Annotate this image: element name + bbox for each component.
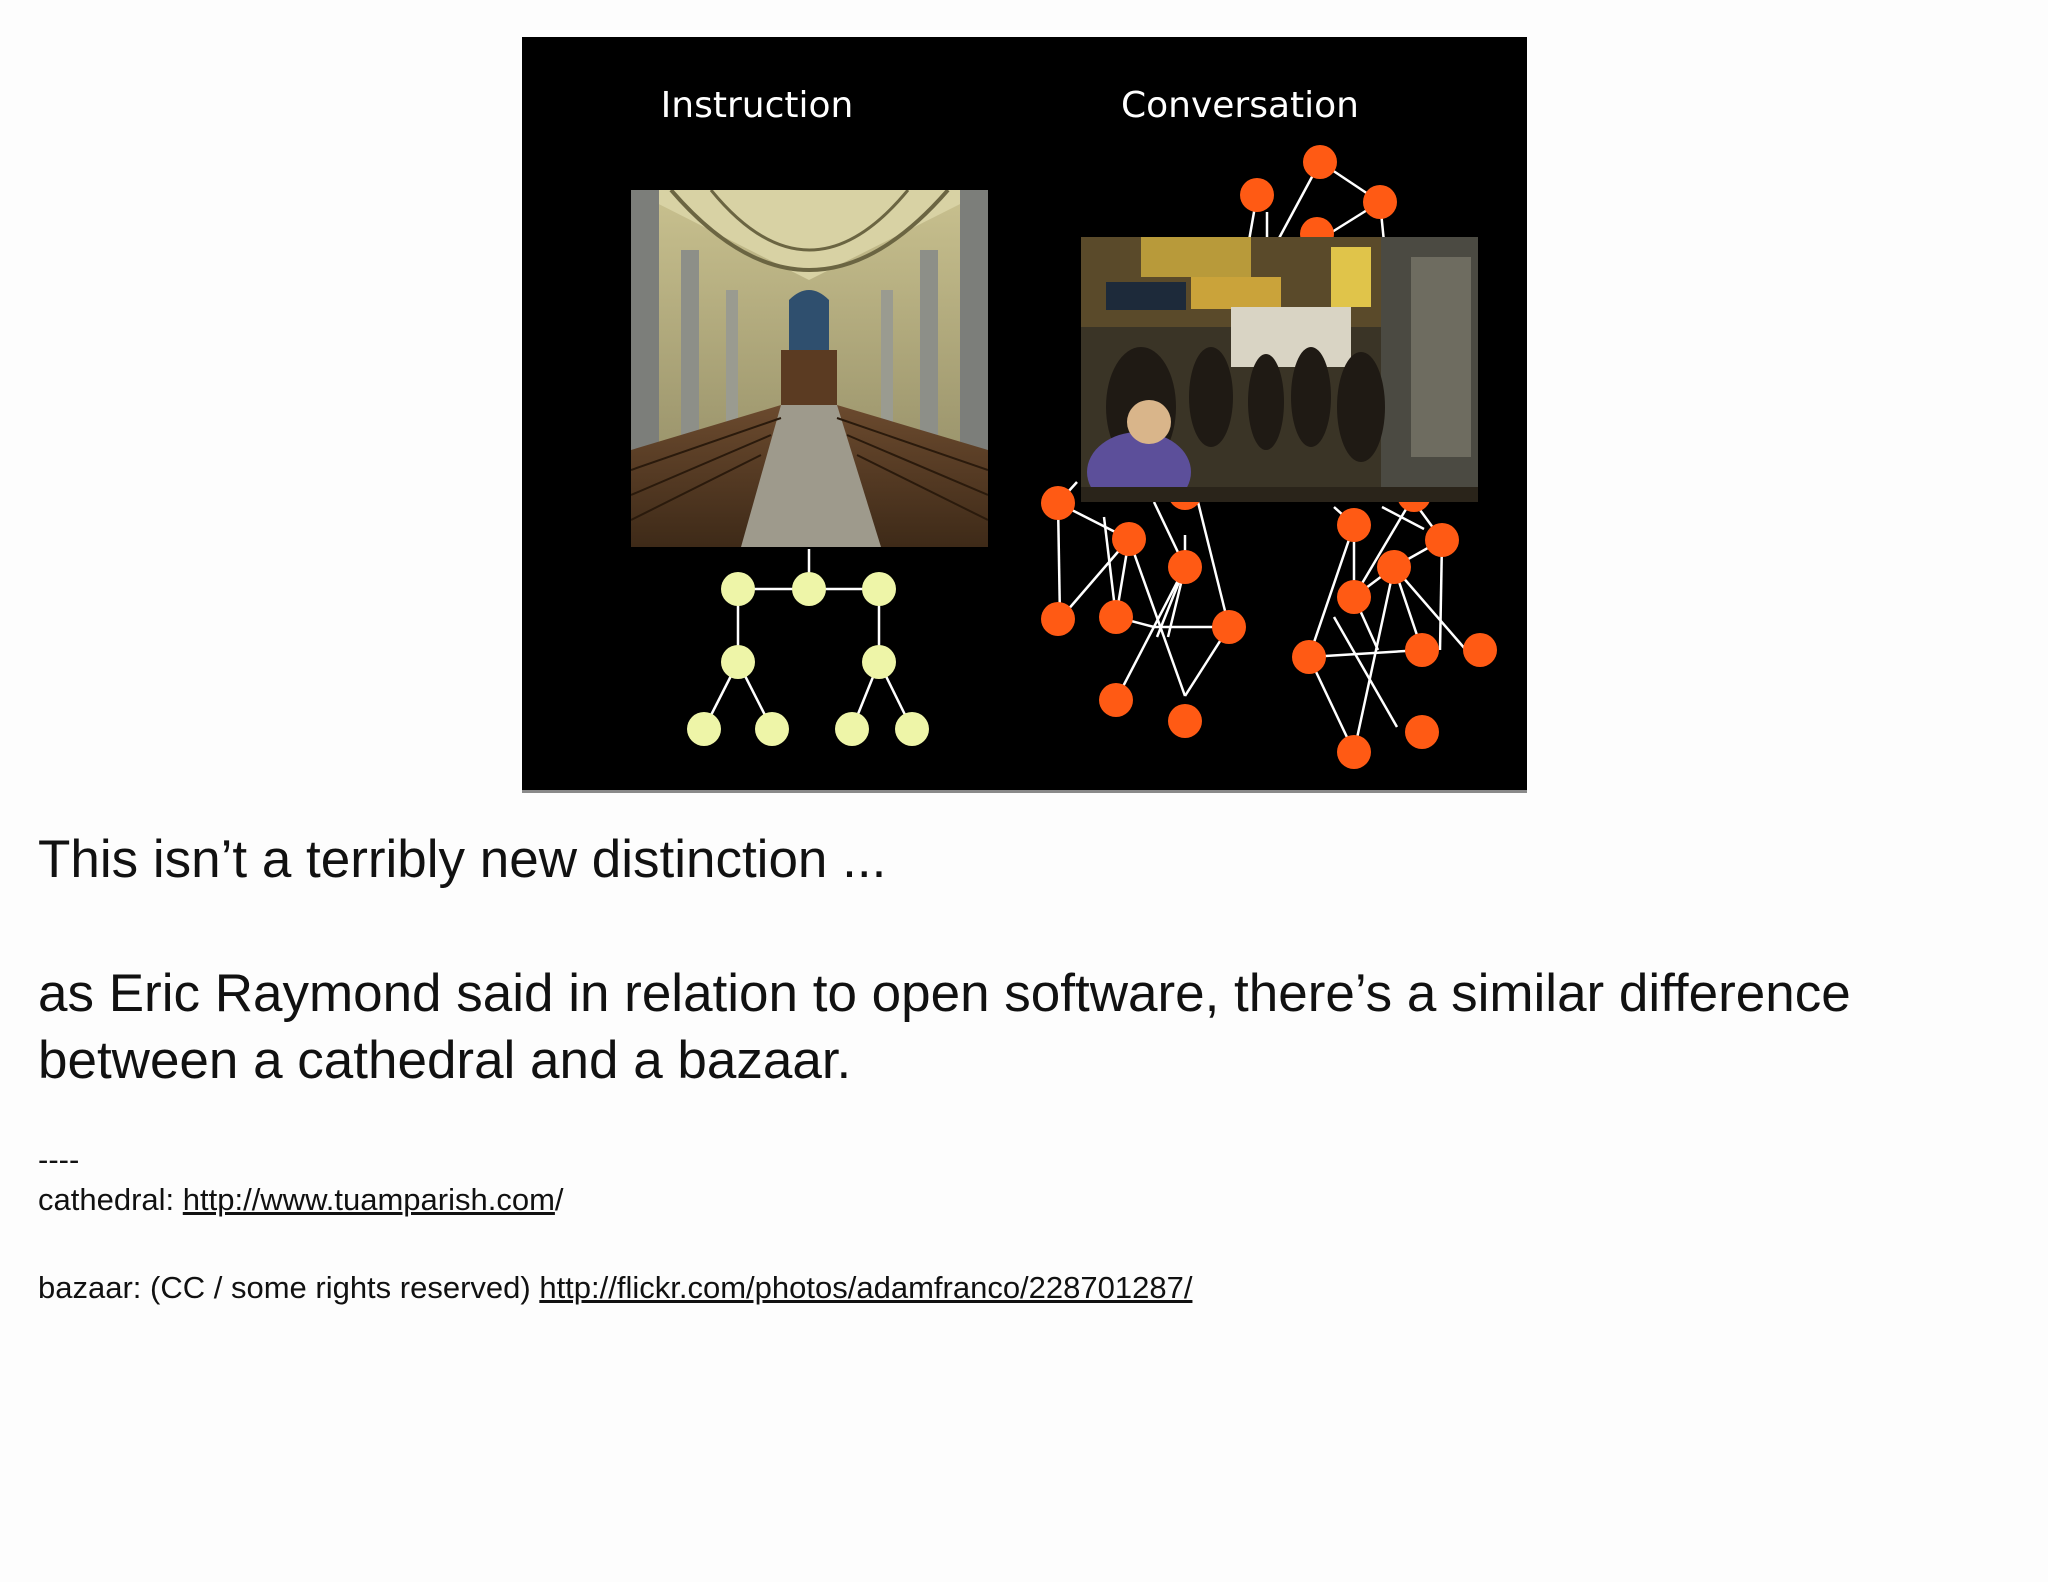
cathedral-photo: [631, 190, 988, 547]
credit-cathedral: cathedral: http://www.tuamparish.com/: [38, 1180, 2018, 1220]
notes-line-1: This isn’t a terribly new distinction ..…: [38, 830, 887, 889]
credit-cathedral-prefix: cathedral:: [38, 1182, 183, 1217]
credit-bazaar-link[interactable]: http://flickr.com/photos/adamfranco/2287…: [539, 1270, 1193, 1305]
network-diagrams: [687, 145, 1497, 769]
heading-instruction: Instruction: [660, 85, 854, 126]
heading-conversation: Conversation: [1120, 85, 1359, 126]
credit-bazaar-prefix: bazaar: (CC / some rights reserved): [38, 1270, 540, 1305]
notes-line-2: as Eric Raymond said in relation to open…: [38, 964, 1851, 1090]
credit-cathedral-link[interactable]: http://www.tuamparish.com: [182, 1182, 555, 1217]
tree-nodes: [687, 572, 929, 746]
credit-cathedral-suffix: /: [554, 1182, 564, 1217]
credit-bazaar: bazaar: (CC / some rights reserved) http…: [38, 1268, 2018, 1308]
notes-separator: ----: [38, 1142, 80, 1177]
speaker-notes: This isn’t a terribly new distinction ..…: [38, 826, 2018, 1308]
slide-image: Instruction Conversation: [522, 37, 1527, 793]
bazaar-photo: [1081, 237, 1478, 502]
